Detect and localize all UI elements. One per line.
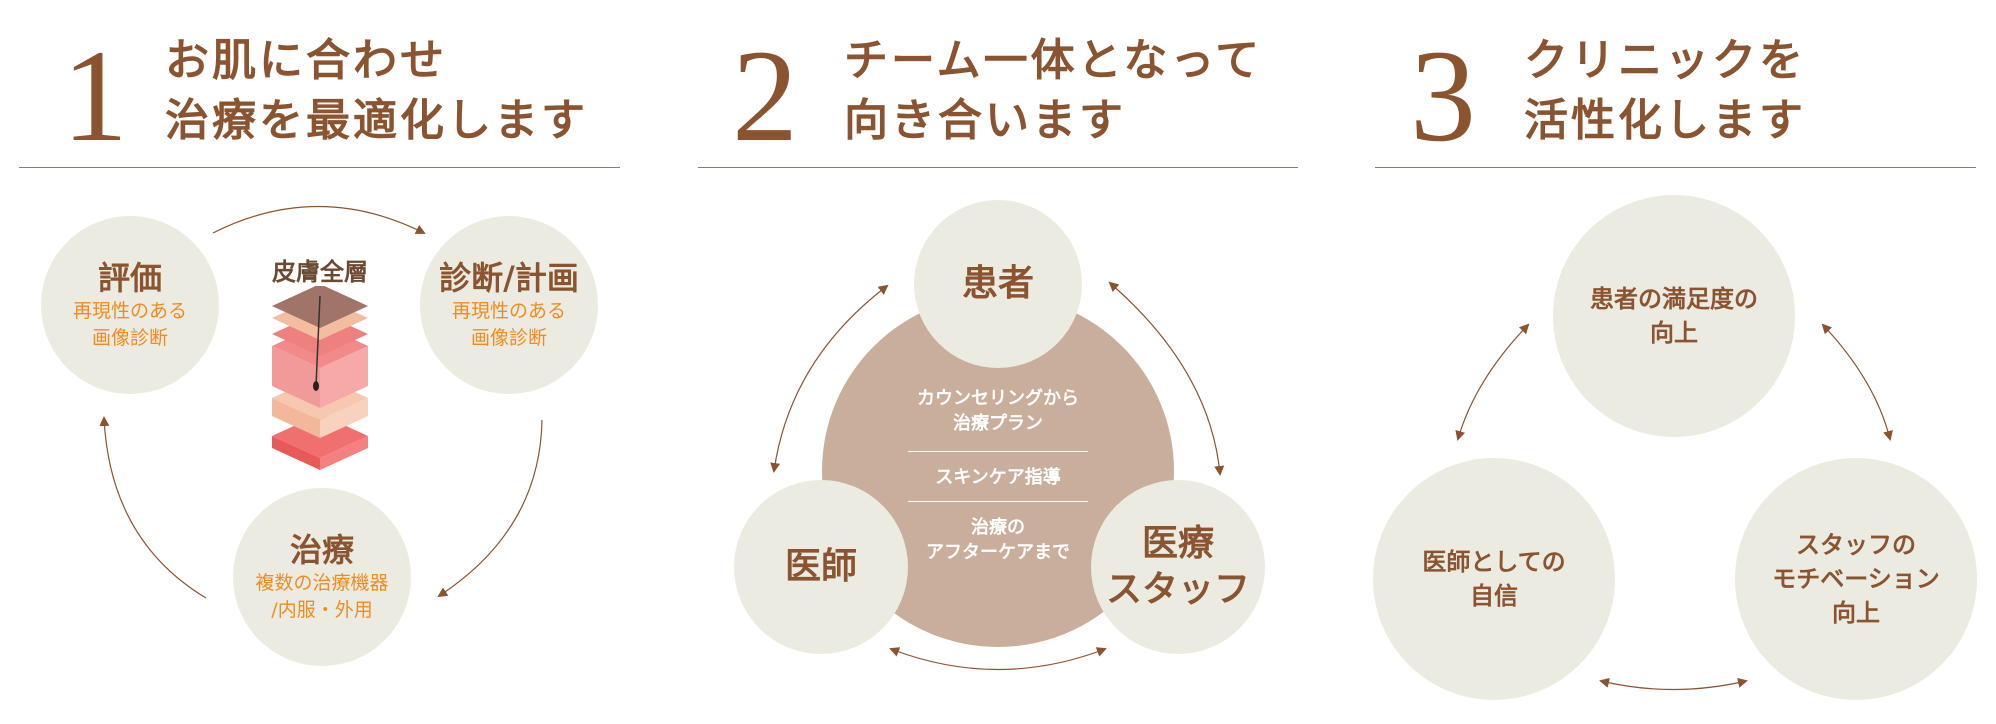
arrow-eval-to-diagnosis — [212, 205, 426, 234]
node-line: モチベーション — [1772, 565, 1940, 593]
arrow-doctor-staff — [889, 647, 1107, 671]
arrow-treatment-to-eval — [99, 416, 207, 599]
node-title: 評価 — [97, 259, 162, 297]
node-doctor: 医師 — [734, 480, 908, 654]
center-item-skincare: スキンケア指導 — [935, 467, 1061, 488]
node-diagnosis-plan: 診断/計画 再現性のある 画像診断 — [420, 216, 598, 394]
node-patient: 患者 — [914, 200, 1082, 368]
skin-layers-illustration — [272, 286, 368, 470]
node-medical-staff: 医療 スタッフ — [1091, 480, 1265, 654]
section-3-title: クリニックを 活性化します — [1524, 31, 1806, 151]
center-item-counseling: カウンセリングから 治療プラン — [908, 386, 1088, 436]
node-sub: 複数の治療機器 — [255, 572, 389, 594]
section-1-number: 1 — [62, 22, 128, 169]
section-3-number: 3 — [1410, 22, 1476, 169]
section-2-title-line1: チーム一体となって — [844, 35, 1263, 86]
node-doctor-confidence: 医師としての 自信 — [1373, 458, 1615, 700]
node-line: 自信 — [1470, 582, 1518, 610]
node-title: 医療 — [1141, 523, 1214, 564]
arrow-satisfaction-motivation — [1821, 323, 1893, 441]
node-line: 医師としての — [1422, 548, 1566, 576]
node-title: 医師 — [784, 546, 857, 587]
arrow-confidence-motivation — [1599, 677, 1748, 691]
node-sub: /内服・外用 — [271, 599, 373, 621]
node-sub: 再現性のある — [72, 300, 187, 322]
section-2-divider — [698, 167, 1298, 168]
center-item-line: 治療の — [971, 517, 1025, 538]
section-2-number: 2 — [732, 22, 798, 169]
node-staff-motivation: スタッフの モチベーション 向上 — [1735, 458, 1977, 700]
center-item-aftercare: 治療の アフターケアまで — [908, 515, 1088, 565]
section-3-divider — [1375, 167, 1976, 168]
node-title: スタッフ — [1105, 569, 1250, 610]
section-2-title: チーム一体となって 向き合います — [844, 31, 1262, 151]
arrow-diagnosis-to-treatment — [437, 419, 543, 598]
center-item-line: アフターケアまで — [926, 542, 1070, 563]
section-1-title-line1: お肌に合わせ — [165, 35, 447, 86]
node-line: 向上 — [1832, 599, 1880, 627]
node-title: 診断/計画 — [439, 259, 579, 297]
node-sub: 再現性のある — [451, 300, 566, 322]
node-line: 向上 — [1650, 319, 1698, 347]
arrow-patient-staff — [1108, 281, 1225, 476]
node-line: スタッフの — [1796, 531, 1916, 559]
arrow-patient-doctor — [770, 284, 889, 473]
section-2-title-line2: 向き合います — [844, 95, 1126, 146]
node-line: 患者の満足度の — [1590, 285, 1758, 313]
section-1-divider — [19, 167, 620, 168]
section-3-title-line1: クリニックを — [1524, 35, 1806, 86]
node-sub: 画像診断 — [91, 327, 168, 349]
center-item-line: カウンセリングから — [917, 388, 1079, 409]
node-title: 患者 — [961, 263, 1034, 304]
node-patient-satisfaction: 患者の満足度の 向上 — [1553, 195, 1795, 437]
center-item-line: 治療プラン — [953, 413, 1043, 434]
node-title: 治療 — [289, 531, 354, 569]
skin-layers-label: 皮膚全層 — [272, 258, 368, 286]
node-treatment: 治療 複数の治療機器 /内服・外用 — [233, 488, 411, 666]
section-1-title-line2: 治療を最適化します — [165, 95, 588, 146]
arrow-satisfaction-confidence — [1455, 323, 1530, 441]
section-1-title: お肌に合わせ 治療を最適化します — [165, 31, 588, 151]
section-3-title-line2: 活性化します — [1524, 95, 1806, 146]
node-evaluation: 評価 再現性のある 画像診断 — [41, 216, 219, 394]
center-divider — [908, 501, 1088, 502]
node-sub: 画像診断 — [470, 327, 547, 349]
center-divider — [908, 451, 1088, 452]
